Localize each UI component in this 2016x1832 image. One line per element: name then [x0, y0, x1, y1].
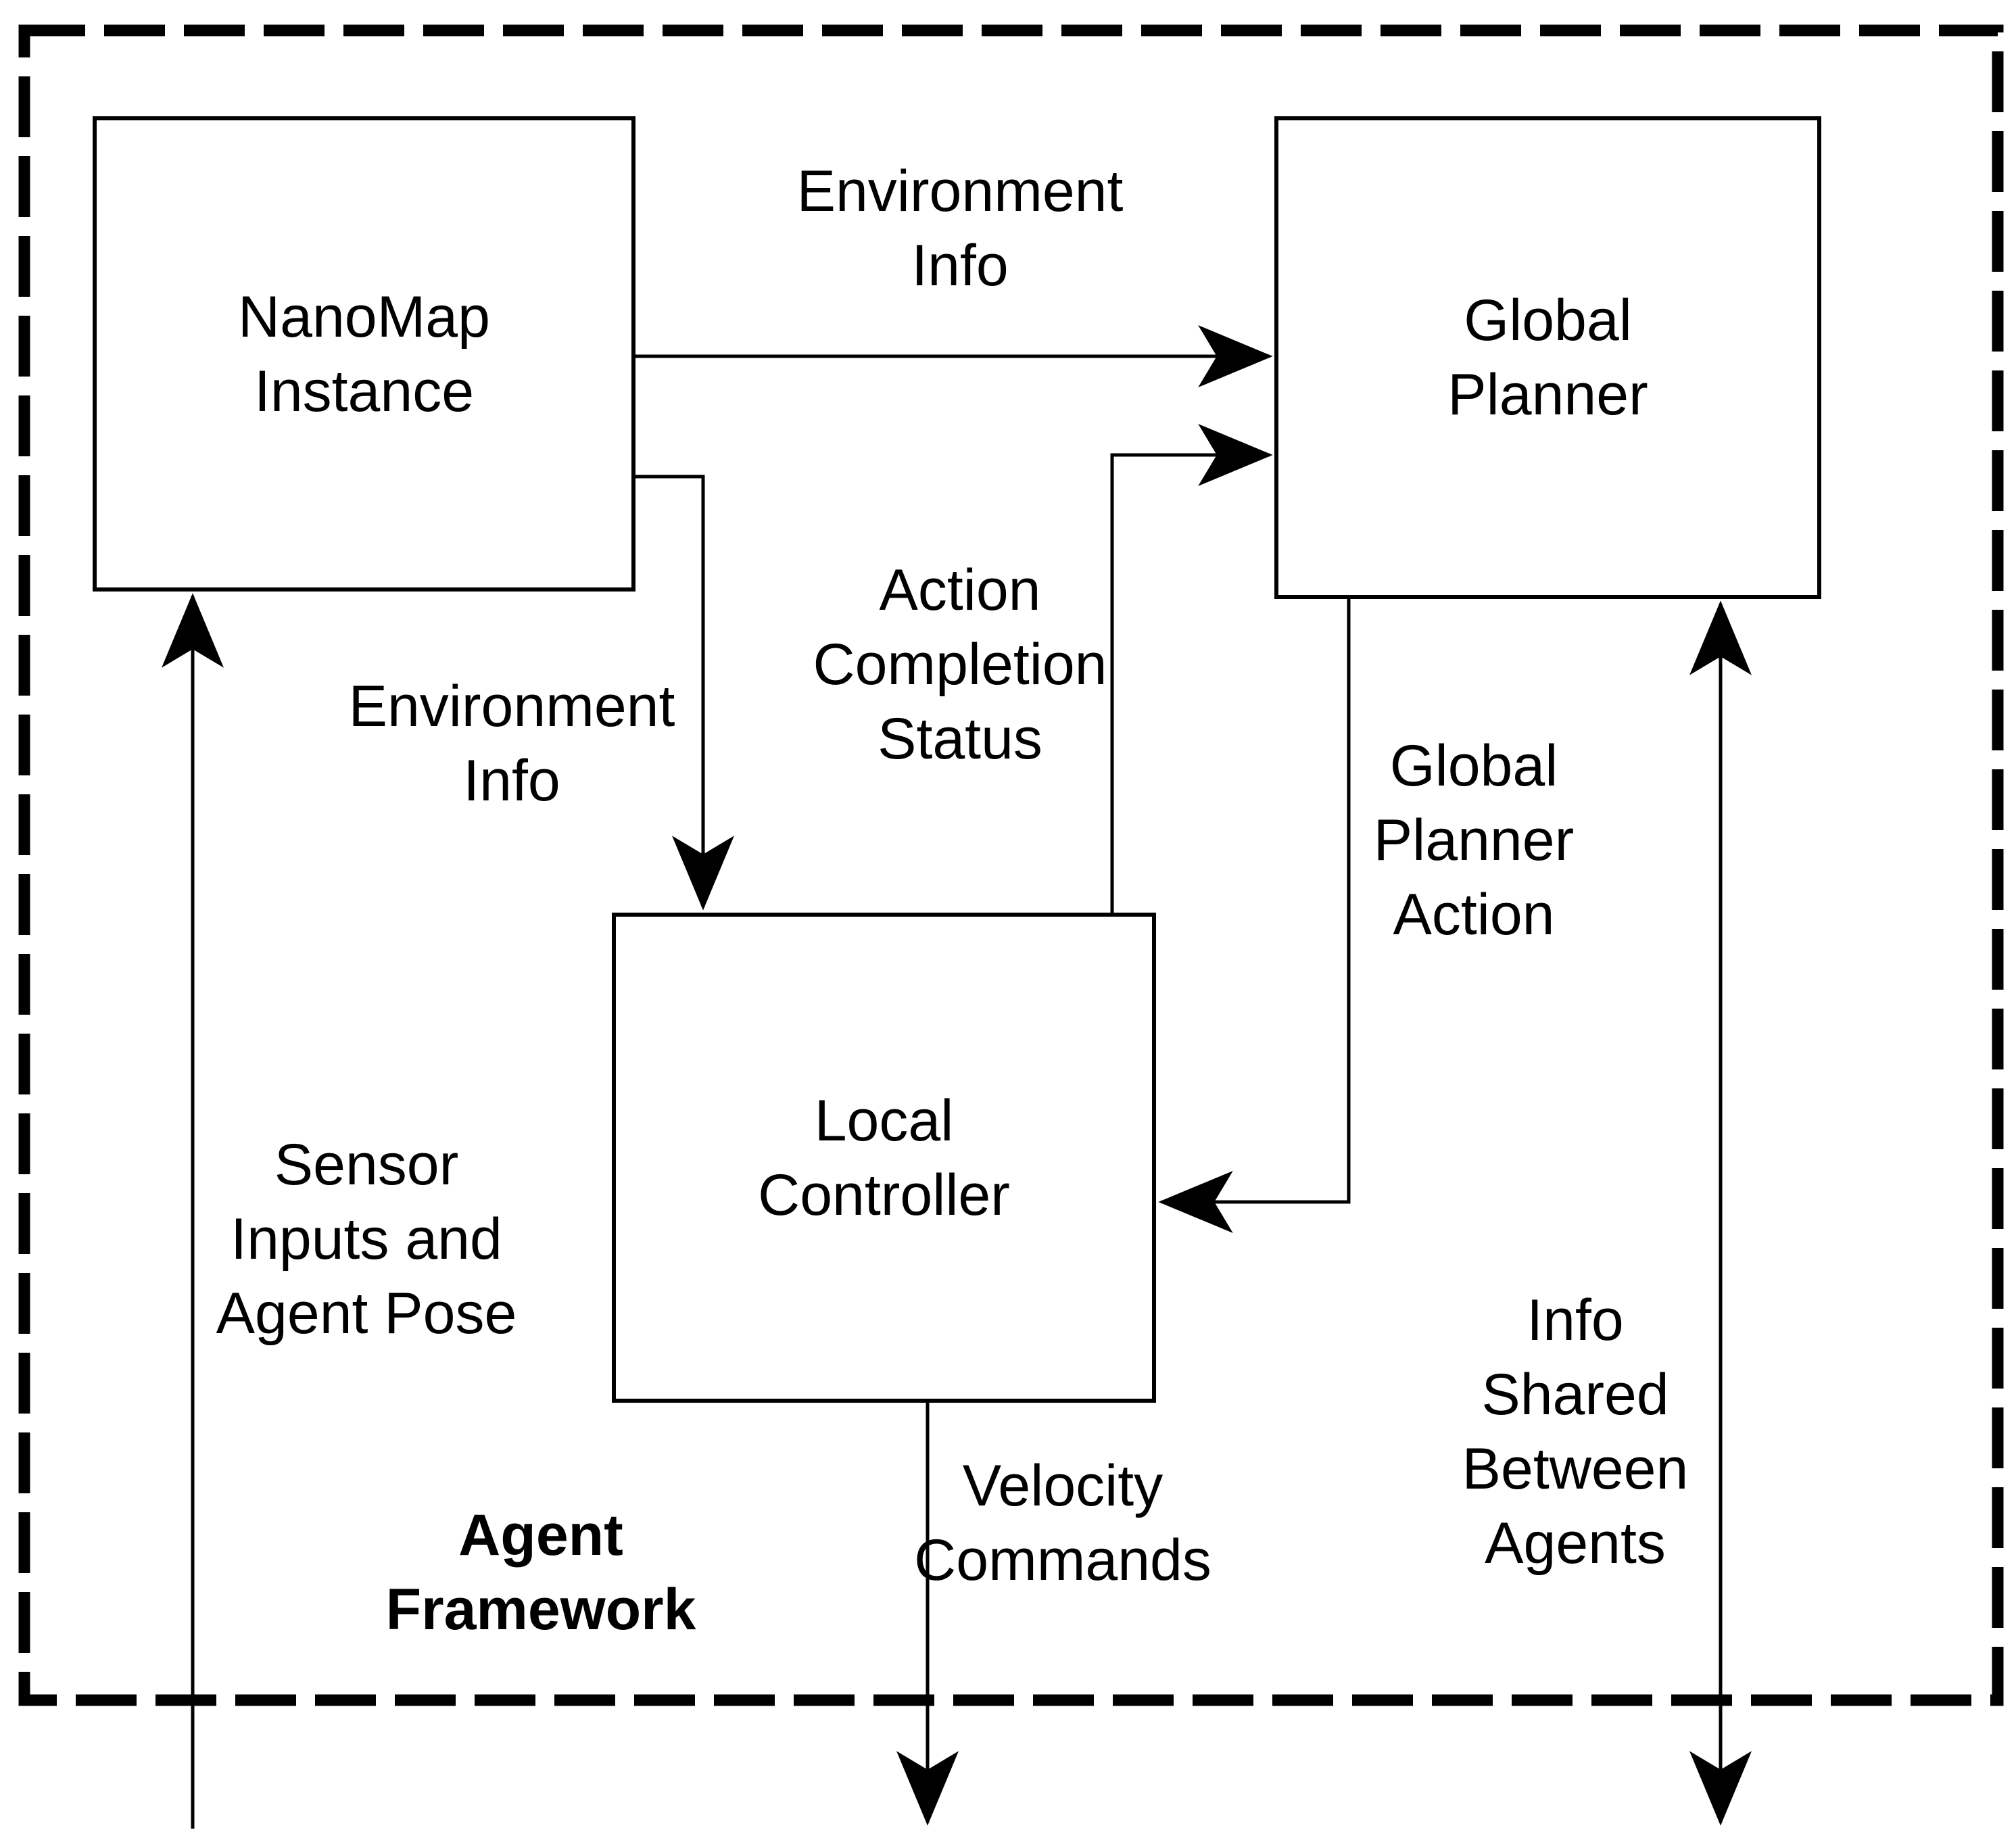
edge-label-environment-info-left: Environment Info: [348, 674, 675, 813]
edge-environment-info-left: [635, 475, 734, 911]
edge-global-planner-action: [1158, 599, 1351, 1233]
edge-label-info-shared-between-agents: Info Shared Between Agents: [1462, 1288, 1689, 1576]
edge-label-global-planner-action: Global Planner Action: [1373, 733, 1575, 947]
node-global-planner: Global Planner: [1274, 116, 1821, 599]
edge-action-completion-status: [1110, 424, 1273, 913]
node-global-planner-label: Global Planner: [1447, 288, 1648, 427]
edge-label-sensor-inputs: Sensor Inputs and Agent Pose: [216, 1132, 517, 1346]
node-nanomap-instance: NanoMap Instance: [93, 116, 635, 592]
node-nanomap-instance-label: NanoMap Instance: [238, 284, 490, 424]
agent-framework-caption: Agent Framework: [385, 1503, 696, 1642]
edge-label-environment-info-top: Environment Info: [796, 159, 1124, 298]
edge-label-action-completion-status: Action Completion Status: [813, 558, 1107, 771]
edge-label-velocity-commands: Velocity Commands: [914, 1453, 1211, 1593]
agent-framework-boundary: [18, 24, 2004, 1706]
node-local-controller: Local Controller: [612, 913, 1156, 1403]
node-local-controller-label: Local Controller: [758, 1088, 1010, 1228]
